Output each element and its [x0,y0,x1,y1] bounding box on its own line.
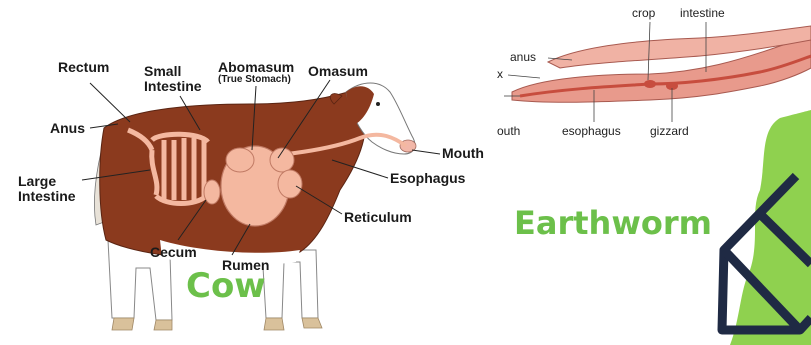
label-worm-mouth: outh [497,124,520,138]
earthworm-title: Earthworm [514,204,712,242]
label-cecum: Cecum [150,245,197,260]
label-reticulum: Reticulum [344,210,412,225]
label-esophagus: Esophagus [390,171,465,186]
label-abomasum: Abomasum [218,60,294,75]
label-rectum: Rectum [58,60,109,75]
label-large-intestine: Large Intestine [18,174,88,204]
label-crop: crop [632,6,655,20]
label-worm-intestine: intestine [680,6,725,20]
label-worm-x: x [497,67,503,81]
label-anus: Anus [50,121,85,136]
label-abomasum-sub: (True Stomach) [218,74,291,85]
label-worm-esophagus: esophagus [562,124,621,138]
label-worm-gizzard: gizzard [650,124,689,138]
label-omasum: Omasum [308,64,368,79]
label-worm-anus: anus [510,50,536,64]
earthworm-illustration [504,22,811,122]
cow-title: Cow [186,266,266,306]
label-mouth: Mouth [442,146,484,161]
label-small-intestine: Small Intestine [144,64,214,94]
